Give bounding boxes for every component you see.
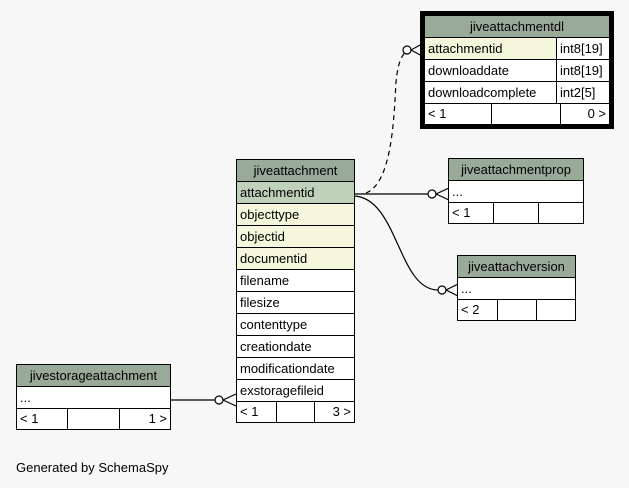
column-contenttype[interactable]: contenttype xyxy=(235,313,356,336)
footer-spacer xyxy=(491,104,561,124)
column-attachmentid[interactable]: attachmentid xyxy=(235,181,356,204)
column-type: int8[19] xyxy=(555,37,611,60)
edge-jiveattachversion-crow-circle xyxy=(437,285,447,295)
parents-count[interactable]: < 1 xyxy=(448,202,494,224)
column-filesize[interactable]: filesize xyxy=(235,291,356,314)
generated-by-caption: Generated by SchemaSpy xyxy=(16,460,169,475)
column-ellipsis: ... xyxy=(447,180,585,203)
table-jiveattachversion[interactable]: jiveattachversion ... < 2 xyxy=(457,255,576,321)
column-name[interactable]: downloadcomplete xyxy=(424,81,557,104)
column-objecttype[interactable]: objecttype xyxy=(235,203,356,226)
table-footer: < 1 0 > xyxy=(423,103,611,125)
column-modificationdate[interactable]: modificationdate xyxy=(235,357,356,380)
table-jiveattachmentprop[interactable]: jiveattachmentprop ... < 1 xyxy=(447,158,585,224)
edge-jiveattachversion xyxy=(353,195,439,291)
table-jivestorageattachment[interactable]: jivestorageattachment ... < 1 1 > xyxy=(15,364,172,430)
table-title[interactable]: jiveattachment xyxy=(235,159,356,182)
children-count xyxy=(536,299,576,321)
column-name[interactable]: downloaddate xyxy=(424,59,557,82)
column-exstoragefileid[interactable]: exstoragefileid xyxy=(235,379,356,402)
edge-jiveattachversion-crow-foot xyxy=(445,283,459,297)
edge-jiveattachmentprop-crow-circle xyxy=(427,189,437,199)
table-title[interactable]: jiveattachmentprop xyxy=(447,158,585,181)
edge-jivestorageattachment-crow-foot xyxy=(222,393,237,407)
column-ellipsis: ... xyxy=(457,277,576,300)
parents-count[interactable]: < 2 xyxy=(457,299,498,321)
footer-spacer xyxy=(67,408,120,430)
parents-count[interactable]: < 1 xyxy=(425,104,492,124)
column-objectid[interactable]: objectid xyxy=(235,225,356,248)
footer-spacer xyxy=(497,299,537,321)
edge-jiveattachmentprop-crow-foot xyxy=(435,187,450,201)
column-name[interactable]: attachmentid xyxy=(424,37,557,60)
column-creationdate[interactable]: creationdate xyxy=(235,335,356,358)
table-title[interactable]: jivestorageattachment xyxy=(15,364,172,387)
children-count[interactable]: 1 > xyxy=(118,408,172,430)
column-type: int2[5] xyxy=(555,81,611,104)
footer-spacer xyxy=(493,202,539,224)
table-title[interactable]: jiveattachmentdl xyxy=(423,15,611,38)
parents-count[interactable]: < 1 xyxy=(236,401,277,423)
edge-jivestorageattachment-crow-circle xyxy=(214,395,224,405)
children-count[interactable]: 3 > xyxy=(313,401,356,423)
table-jiveattachmentdl[interactable]: jiveattachmentdl attachmentid int8[19] d… xyxy=(423,15,611,125)
table-jiveattachment[interactable]: jiveattachment attachmentid objecttype o… xyxy=(235,159,356,423)
footer-spacer xyxy=(276,401,315,423)
children-count xyxy=(537,202,585,224)
column-ellipsis: ... xyxy=(15,386,172,409)
column-documentid[interactable]: documentid xyxy=(235,247,356,270)
table-title[interactable]: jiveattachversion xyxy=(457,255,576,278)
edge-jiveattachmentdl xyxy=(365,49,411,194)
parents-count[interactable]: < 1 xyxy=(16,408,68,430)
children-count[interactable]: 0 > xyxy=(560,104,609,124)
table-jiveattachmentdl-frame: jiveattachmentdl attachmentid int8[19] d… xyxy=(420,11,615,129)
column-filename[interactable]: filename xyxy=(235,269,356,292)
edge-jiveattachmentdl-crow-circle xyxy=(402,45,412,55)
column-type: int8[19] xyxy=(555,59,611,82)
